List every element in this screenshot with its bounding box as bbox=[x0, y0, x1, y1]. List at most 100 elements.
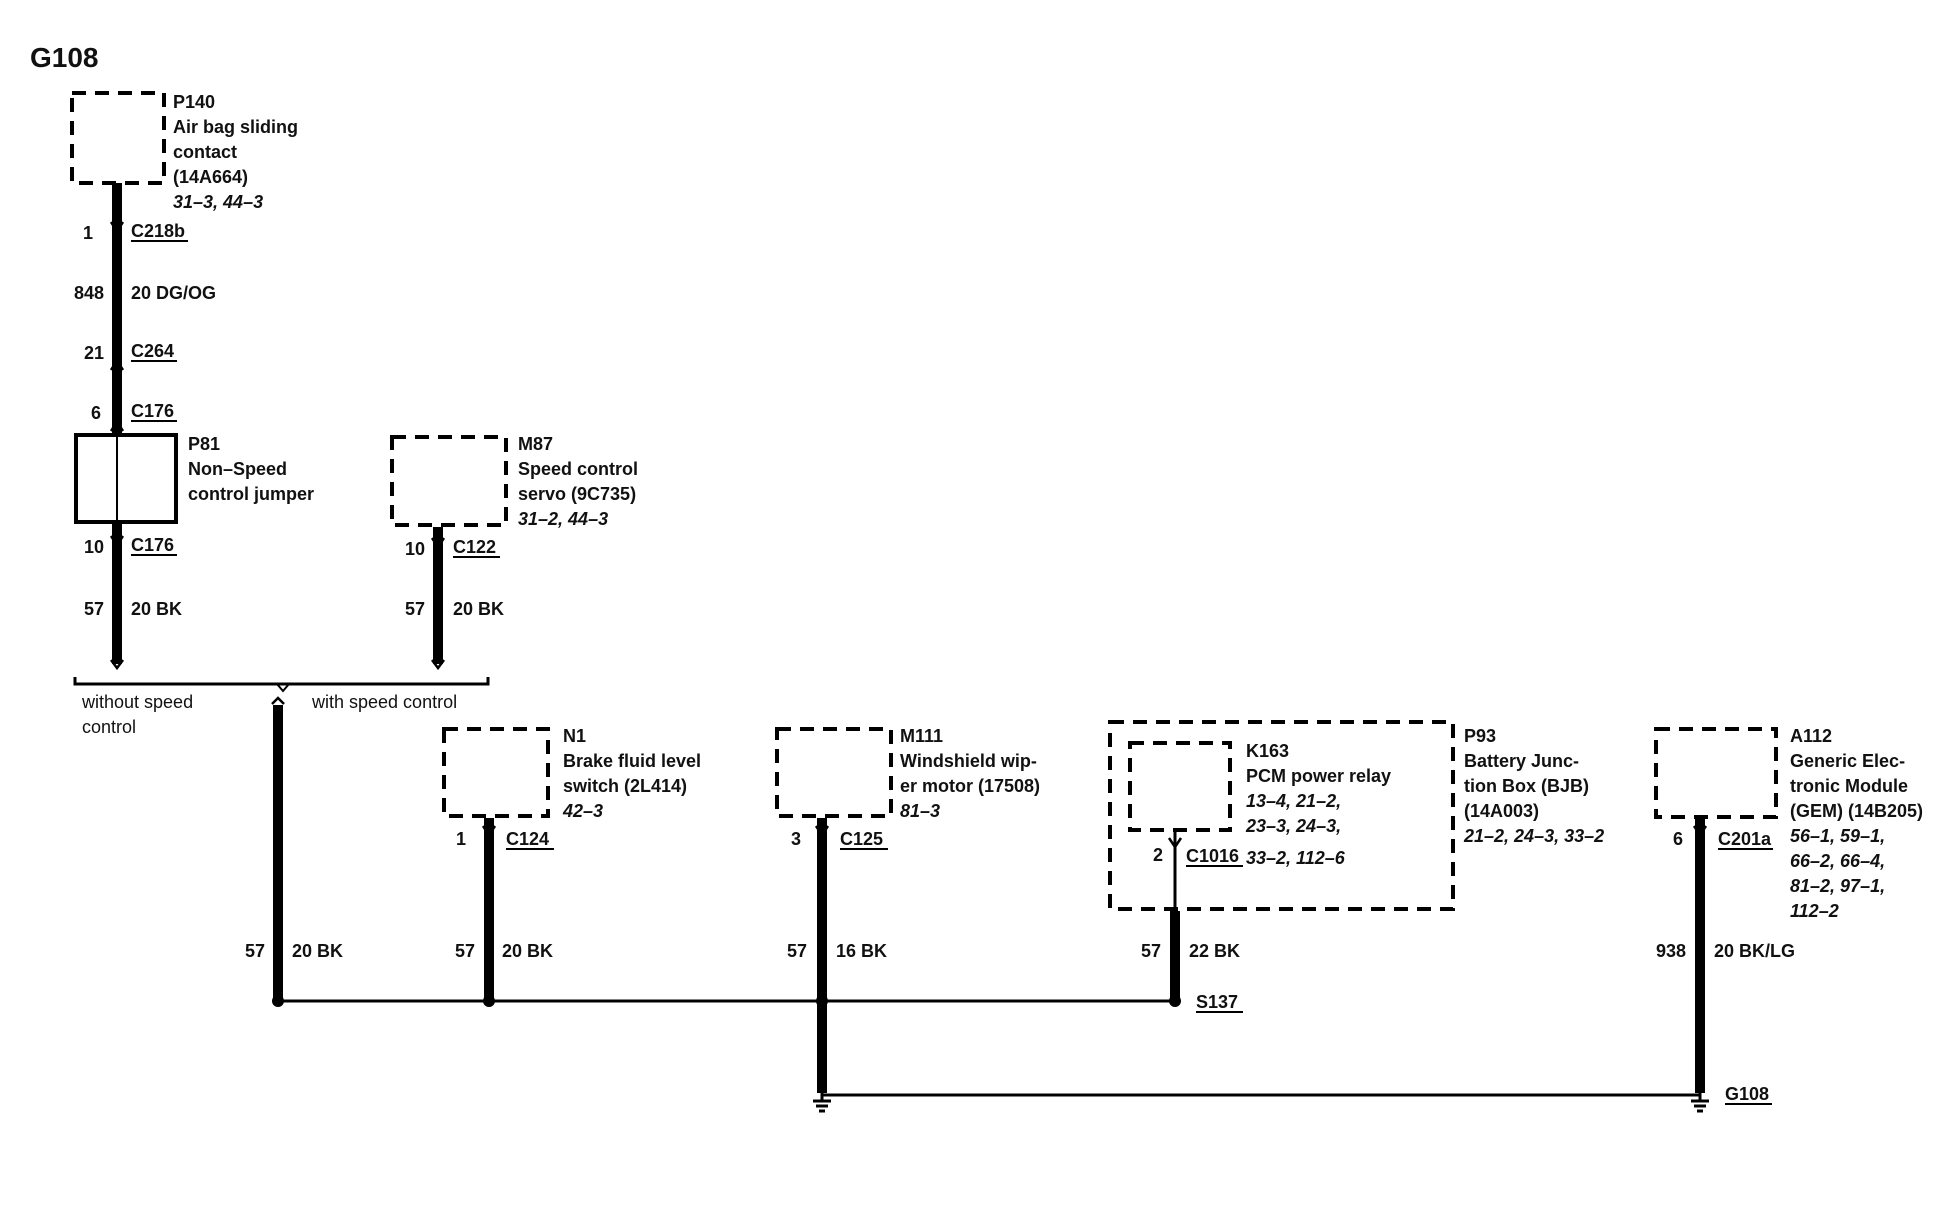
n1-name-line-1: Brake fluid level bbox=[563, 751, 701, 771]
c176-bottom-pin: 10 bbox=[84, 537, 104, 557]
p140-component-box bbox=[70, 91, 166, 185]
wire-57-m111-circuit: 57 bbox=[787, 941, 807, 961]
option-with-label: with speed control bbox=[311, 692, 457, 712]
splice-dot-n1 bbox=[483, 995, 495, 1007]
wire-938-spec: 20 BK/LG bbox=[1714, 941, 1795, 961]
a112-refs-line-2: 66–2, 66–4, bbox=[1790, 851, 1885, 871]
ground-name: G108 bbox=[1725, 1084, 1769, 1104]
p140-name-line-3: (14A664) bbox=[173, 167, 248, 187]
m111-name-line-1: Windshield wip- bbox=[900, 751, 1037, 771]
p140-name-line-2: contact bbox=[173, 142, 237, 162]
p140-id: P140 bbox=[173, 92, 215, 112]
p93-refs: 21–2, 24–3, 33–2 bbox=[1463, 826, 1604, 846]
m111-component-box bbox=[775, 727, 893, 818]
p81-component-box bbox=[74, 433, 178, 524]
c201a-connector-mark bbox=[1692, 825, 1708, 838]
c264-name: C264 bbox=[131, 341, 174, 361]
wire-57-n1-spec: 20 BK bbox=[502, 941, 553, 961]
k163-refs-line-1: 13–4, 21–2, bbox=[1246, 791, 1341, 811]
p81-wire-end-mark bbox=[110, 659, 124, 671]
c218b-pin: 1 bbox=[83, 223, 93, 243]
n1-id: N1 bbox=[563, 726, 586, 746]
a112-refs-line-3: 81–2, 97–1, bbox=[1790, 876, 1885, 896]
splice-dot-m111 bbox=[816, 995, 828, 1007]
c176-top-name: C176 bbox=[131, 401, 174, 421]
p93-name-line-3: (14A003) bbox=[1464, 801, 1539, 821]
splice-dot-k163 bbox=[1169, 995, 1181, 1007]
wire-57-k163-spec: 22 BK bbox=[1189, 941, 1240, 961]
option-without-line-1: without speed bbox=[81, 692, 193, 712]
splice-name: S137 bbox=[1196, 992, 1238, 1012]
c176-bottom-name: C176 bbox=[131, 535, 174, 555]
c125-name: C125 bbox=[840, 829, 883, 849]
k163-refs-line-2: 23–3, 24–3, bbox=[1245, 816, 1341, 836]
m87-component-box bbox=[390, 435, 508, 527]
wire-57-m111-spec: 16 BK bbox=[836, 941, 887, 961]
splice-dot-branch bbox=[272, 995, 284, 1007]
c176-top-connector-mark bbox=[109, 419, 125, 432]
p81-name-line-1: Non–Speed bbox=[188, 459, 287, 479]
wire-938-circuit: 938 bbox=[1656, 941, 1686, 961]
k163-refs-line-3: 33–2, 112–6 bbox=[1246, 848, 1346, 868]
wire-848-circuit: 848 bbox=[74, 283, 104, 303]
c176-top-pin: 6 bbox=[91, 403, 101, 423]
k163-name-line-1: PCM power relay bbox=[1246, 766, 1391, 786]
ground-icon bbox=[813, 1093, 831, 1113]
c122-pin: 10 bbox=[405, 539, 425, 559]
c122-connector-mark bbox=[430, 537, 446, 550]
c124-pin: 1 bbox=[456, 829, 466, 849]
a112-name-line-3: (GEM) (14B205) bbox=[1790, 801, 1923, 821]
c1016-connector-mark bbox=[1167, 837, 1183, 850]
a112-refs-line-1: 56–1, 59–1, bbox=[1790, 826, 1885, 846]
c218b-connector-mark bbox=[109, 221, 125, 234]
wire-57-branch-spec: 20 BK bbox=[292, 941, 343, 961]
m111-refs: 81–3 bbox=[900, 801, 940, 821]
m87-id: M87 bbox=[518, 434, 553, 454]
p81-id: P81 bbox=[188, 434, 220, 454]
m111-name-line-2: er motor (17508) bbox=[900, 776, 1040, 796]
p93-name-line-2: tion Box (BJB) bbox=[1464, 776, 1589, 796]
wire-57-p81-circuit: 57 bbox=[84, 599, 104, 619]
wire-57-p81-spec: 20 BK bbox=[131, 599, 182, 619]
c218b-name: C218b bbox=[131, 221, 185, 241]
n1-refs: 42–3 bbox=[562, 801, 603, 821]
n1-component-box bbox=[442, 727, 550, 818]
m111-id: M111 bbox=[900, 726, 943, 746]
diagram-title: G108 bbox=[30, 42, 99, 73]
c201a-name: C201a bbox=[1718, 829, 1772, 849]
a112-name-line-1: Generic Elec- bbox=[1790, 751, 1905, 771]
c1016-pin: 2 bbox=[1153, 845, 1163, 865]
p93-id: P93 bbox=[1464, 726, 1496, 746]
wire-57-m87-circuit: 57 bbox=[405, 599, 425, 619]
wire-57-k163-circuit: 57 bbox=[1141, 941, 1161, 961]
p93-name-line-1: Battery Junc- bbox=[1464, 751, 1579, 771]
p93-component-box bbox=[1108, 720, 1455, 911]
ground-icon bbox=[1691, 1093, 1709, 1113]
a112-component-box bbox=[1654, 727, 1778, 819]
c176-bottom-connector-mark bbox=[109, 535, 125, 548]
wire-848-spec: 20 DG/OG bbox=[131, 283, 216, 303]
c122-name: C122 bbox=[453, 537, 496, 557]
wire-57-m87-spec: 20 BK bbox=[453, 599, 504, 619]
p81-name-line-2: control jumper bbox=[188, 484, 314, 504]
m87-refs: 31–2, 44–3 bbox=[518, 509, 608, 529]
wire-57-n1-circuit: 57 bbox=[455, 941, 475, 961]
m87-name-line-2: servo (9C735) bbox=[518, 484, 636, 504]
k163-id: K163 bbox=[1246, 741, 1289, 761]
branch-connector-mark bbox=[271, 696, 285, 705]
p140-refs: 31–3, 44–3 bbox=[173, 192, 263, 212]
n1-name-line-2: switch (2L414) bbox=[563, 776, 687, 796]
c124-connector-mark bbox=[481, 825, 497, 838]
c264-pin: 21 bbox=[84, 343, 104, 363]
c264-connector-mark bbox=[109, 358, 125, 371]
wire-57-branch-circuit: 57 bbox=[245, 941, 265, 961]
a112-refs-line-4: 112–2 bbox=[1790, 901, 1839, 921]
option-bracket bbox=[73, 677, 490, 686]
c1016-name: C1016 bbox=[1186, 846, 1239, 866]
p140-name-line-1: Air bag sliding bbox=[173, 117, 298, 137]
c125-connector-mark bbox=[814, 825, 830, 838]
k163-component-box bbox=[1128, 741, 1232, 832]
c124-name: C124 bbox=[506, 829, 549, 849]
